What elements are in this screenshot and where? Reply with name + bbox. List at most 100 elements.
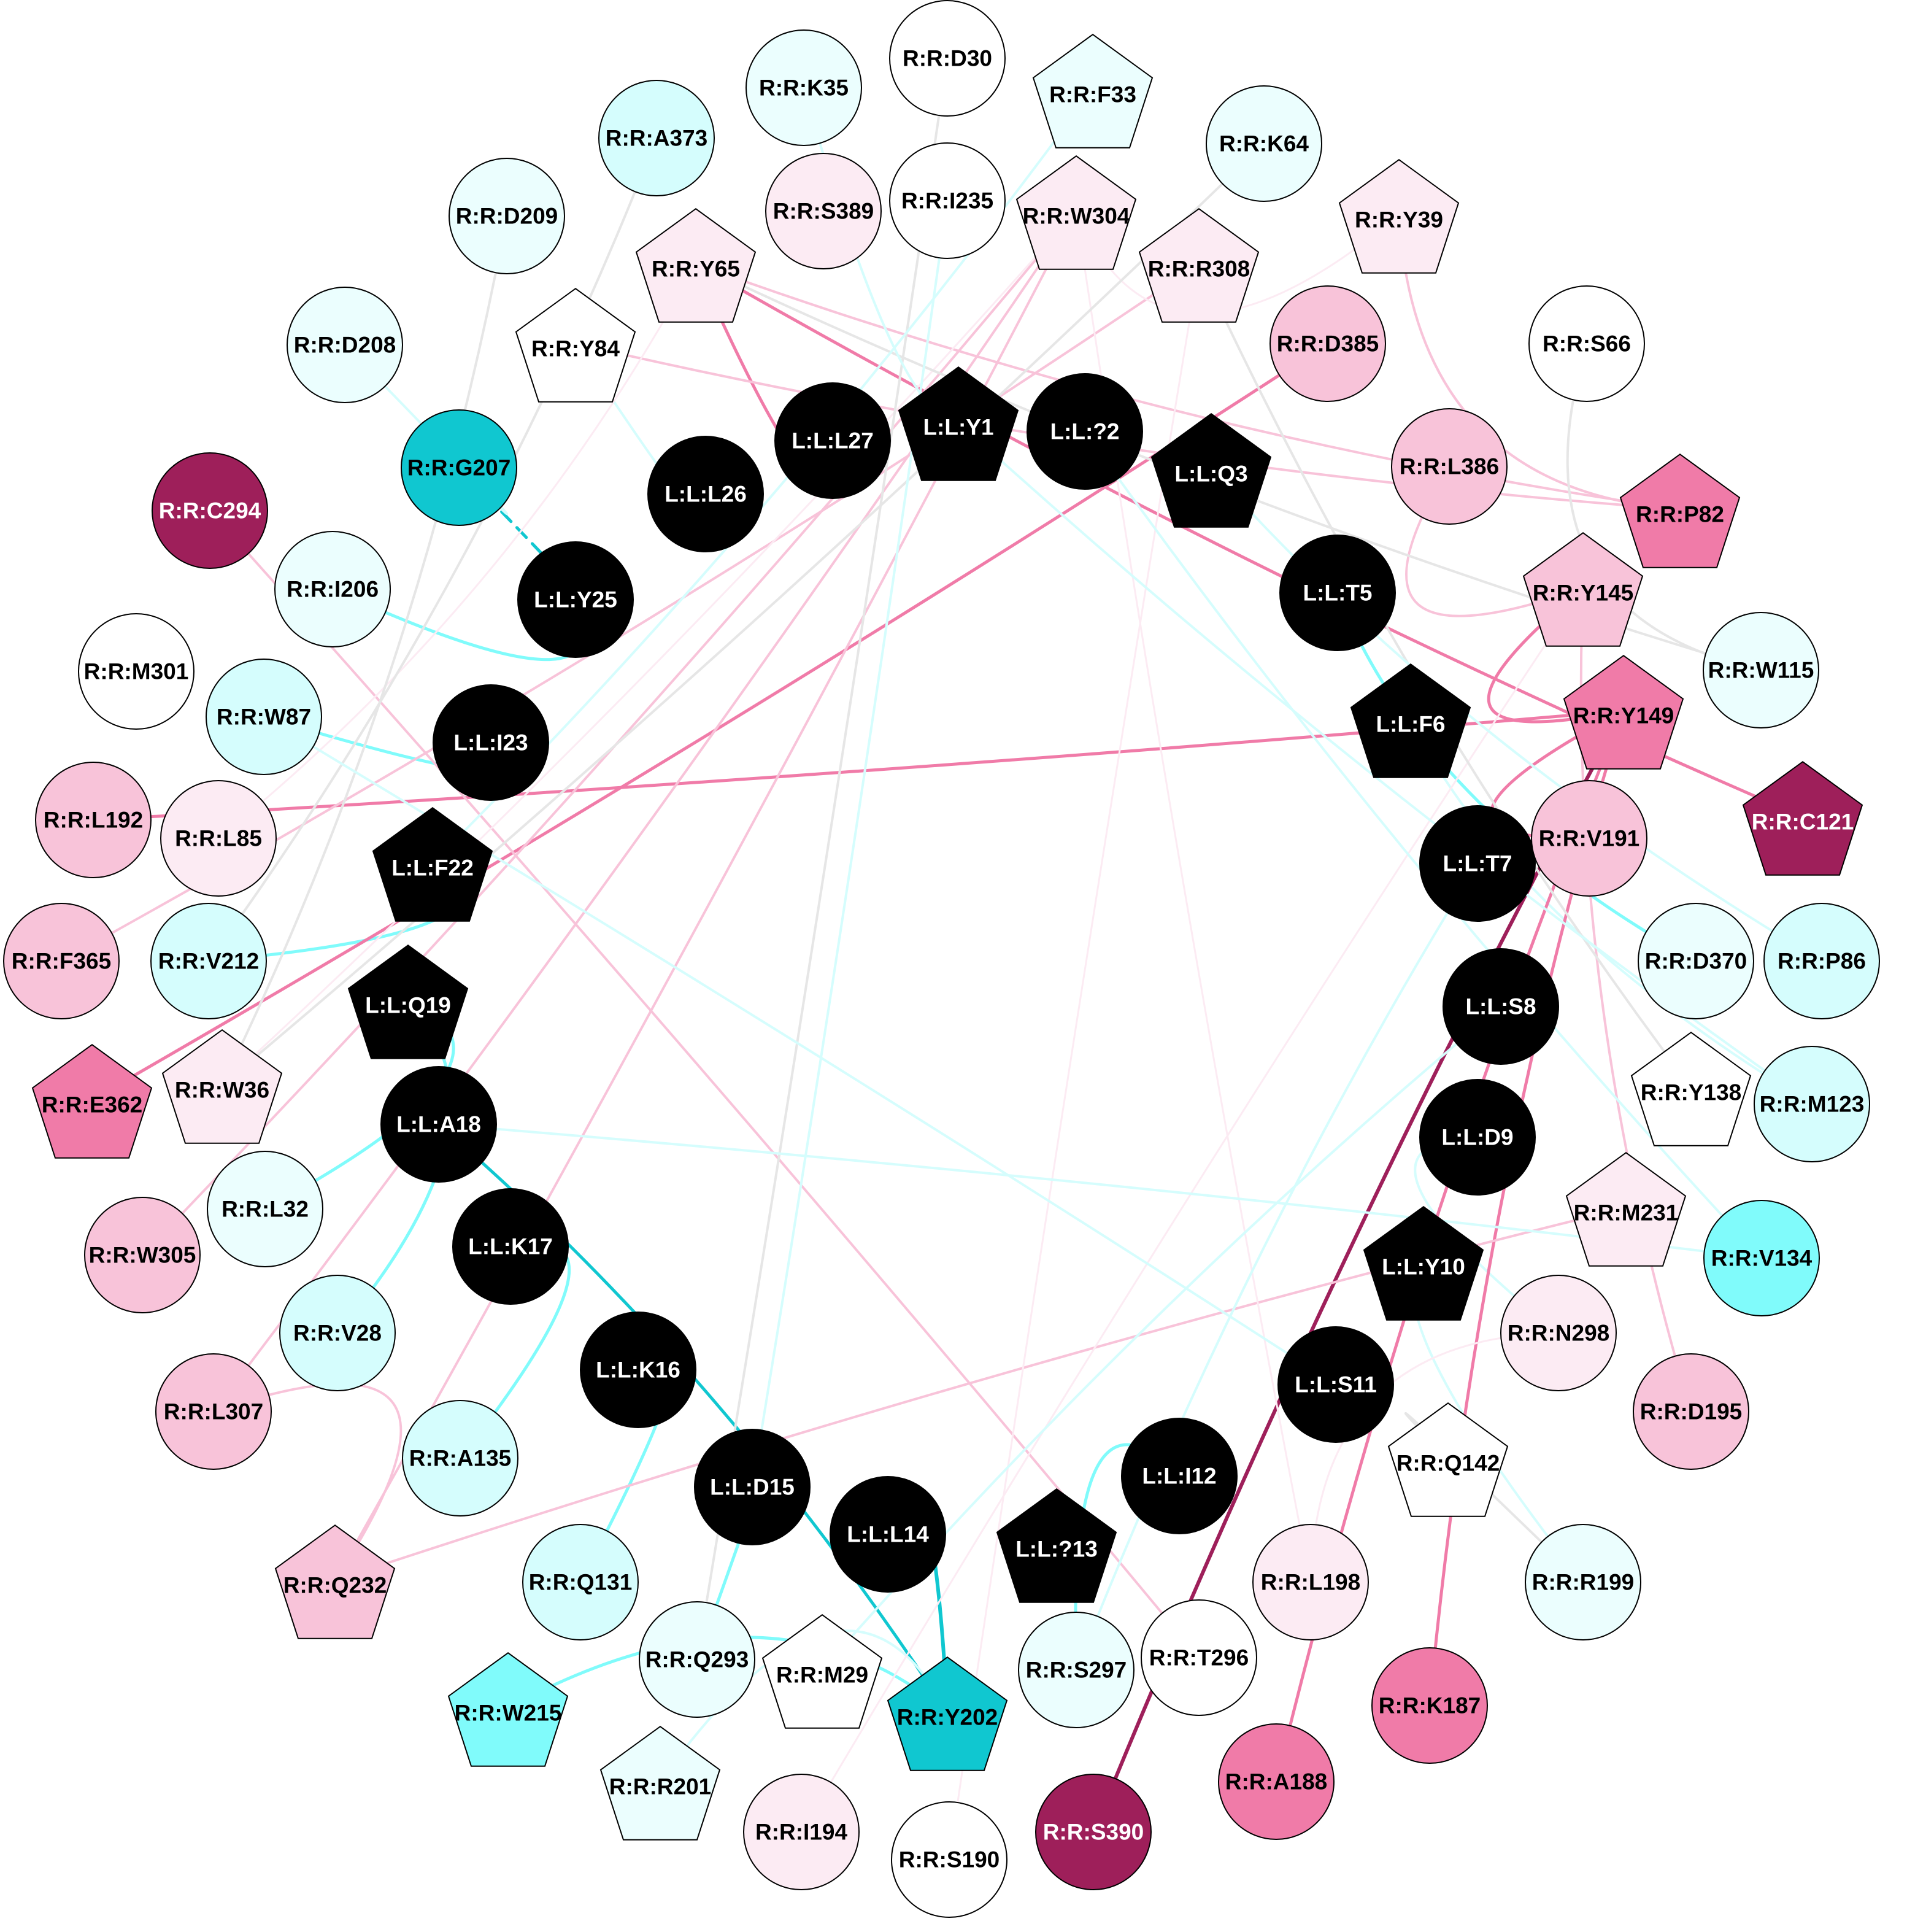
node-shape-r-r-i206	[274, 531, 391, 647]
node-label-r-r-l32: R:R:L32	[222, 1197, 309, 1222]
node-label-l-l-t7: L:L:T7	[1443, 851, 1512, 876]
node-r-r-d209: R:R:D209	[449, 158, 565, 274]
edge-r-r-c294-r-r-t296	[209, 509, 1200, 1659]
node-label-l-l-t5: L:L:T5	[1303, 581, 1372, 606]
node-r-r-q131: R:R:Q131	[522, 1524, 639, 1640]
node-shape-r-r-w304	[1015, 155, 1137, 270]
node-shape-r-r-y149	[1563, 654, 1684, 770]
node-shape-r-r-i194	[743, 1774, 860, 1890]
node-label-r-r-m123: R:R:M123	[1760, 1092, 1865, 1117]
node-shape-r-r-r308	[1138, 207, 1260, 323]
node-label-r-r-w87: R:R:W87	[217, 705, 311, 730]
node-shape-r-r-l85	[160, 780, 277, 897]
node-shape-l-l-f22	[372, 806, 493, 922]
node-shape-l-l-q3	[1150, 412, 1272, 528]
node-shape-l-l-s8	[1443, 948, 1559, 1065]
node-r-r-l32: R:R:L32	[207, 1151, 323, 1267]
node-label-r-r-f33: R:R:F33	[1049, 82, 1136, 107]
node-l-l-13: L:L:?13	[996, 1488, 1117, 1603]
node-r-r-c294: R:R:C294	[152, 452, 268, 569]
node-r-r-a373: R:R:A373	[598, 80, 715, 196]
node-shape-r-r-a373	[598, 80, 715, 196]
node-shape-r-r-f33	[1032, 33, 1154, 149]
node-r-r-q232: R:R:Q232	[274, 1524, 396, 1639]
node-l-l-i12: L:L:I12	[1121, 1418, 1238, 1534]
node-label-l-l-k16: L:L:K16	[596, 1358, 680, 1383]
node-shape-r-r-w305	[84, 1197, 201, 1313]
node-r-r-i235: R:R:I235	[889, 142, 1006, 259]
node-r-r-f365: R:R:F365	[3, 903, 120, 1019]
node-r-r-w115: R:R:W115	[1703, 612, 1819, 728]
node-label-r-r-q131: R:R:Q131	[529, 1570, 633, 1595]
node-label-r-r-v28: R:R:V28	[293, 1321, 382, 1346]
node-label-r-r-l386: R:R:L386	[1400, 454, 1499, 479]
node-shape-r-r-r199	[1525, 1524, 1641, 1640]
node-label-r-r-l192: R:R:L192	[44, 808, 143, 833]
node-label-r-r-d208: R:R:D208	[294, 333, 396, 358]
node-r-r-d370: R:R:D370	[1638, 903, 1754, 1019]
node-shape-r-r-l192	[35, 762, 152, 878]
node-r-r-l307: R:R:L307	[155, 1353, 272, 1470]
node-shape-r-r-c121	[1742, 760, 1863, 876]
node-shape-r-r-v191	[1531, 780, 1647, 897]
node-label-r-r-k187: R:R:K187	[1379, 1693, 1481, 1718]
node-l-l-q3: L:L:Q3	[1150, 412, 1272, 528]
node-shape-l-l-a18	[380, 1066, 497, 1183]
node-shape-r-r-m123	[1754, 1046, 1870, 1162]
node-shape-r-r-d370	[1638, 903, 1754, 1019]
node-shape-r-r-n298	[1500, 1275, 1617, 1391]
edge-l-l-q3-r-r-p86	[1210, 468, 1823, 962]
node-shape-r-r-a135	[402, 1400, 518, 1517]
node-r-r-r199: R:R:R199	[1525, 1524, 1641, 1640]
node-shape-r-r-d385	[1269, 285, 1386, 402]
node-label-r-r-l85: R:R:L85	[175, 826, 262, 851]
node-r-r-y202: R:R:Y202	[887, 1656, 1008, 1771]
node-label-r-r-d385: R:R:D385	[1277, 331, 1379, 357]
node-label-l-l-d9: L:L:D9	[1441, 1125, 1513, 1150]
node-l-l-i23: L:L:I23	[433, 684, 549, 801]
node-r-r-s297: R:R:S297	[1018, 1612, 1135, 1728]
node-l-l-f6: L:L:F6	[1350, 663, 1471, 778]
node-r-r-l386: R:R:L386	[1391, 408, 1508, 525]
node-shape-r-r-w115	[1703, 612, 1819, 728]
node-shape-r-r-d30	[889, 0, 1006, 117]
node-r-r-m231: R:R:M231	[1565, 1151, 1687, 1267]
node-shape-r-r-d195	[1633, 1353, 1749, 1470]
node-shape-l-l-y1	[898, 366, 1019, 481]
node-label-l-l-y1: L:L:Y1	[923, 415, 993, 440]
node-l-l-a18: L:L:A18	[380, 1066, 497, 1183]
node-r-r-v28: R:R:V28	[279, 1275, 396, 1391]
node-shape-r-r-s297	[1018, 1612, 1135, 1728]
node-shape-r-r-v134	[1703, 1200, 1820, 1316]
node-r-r-e362: R:R:E362	[31, 1043, 153, 1159]
node-label-l-l-q19: L:L:Q19	[365, 993, 451, 1018]
node-l-l-s8: L:L:S8	[1443, 948, 1559, 1065]
node-r-r-a188: R:R:A188	[1218, 1723, 1335, 1840]
node-r-r-y149: R:R:Y149	[1563, 654, 1684, 770]
node-shape-l-l-k17	[452, 1188, 569, 1305]
node-label-l-l-l14: L:L:L14	[847, 1522, 929, 1547]
node-shape-r-r-s389	[765, 153, 882, 269]
node-r-r-s390: R:R:S390	[1035, 1774, 1152, 1890]
node-label-r-r-r201: R:R:R201	[609, 1774, 712, 1799]
node-label-r-r-y149: R:R:Y149	[1573, 703, 1674, 728]
node-shape-r-r-y39	[1338, 158, 1460, 274]
node-label-r-r-w305: R:R:W305	[89, 1243, 196, 1268]
node-label-r-r-v212: R:R:V212	[158, 949, 260, 974]
node-shape-r-r-i235	[889, 142, 1006, 259]
node-label-r-r-r308: R:R:R308	[1148, 257, 1250, 282]
node-label-r-r-v191: R:R:V191	[1539, 826, 1640, 851]
node-label-r-r-d195: R:R:D195	[1640, 1399, 1743, 1424]
node-shape-r-r-y65	[635, 207, 757, 323]
node-l-l-k16: L:L:K16	[580, 1312, 696, 1428]
node-label-r-r-i235: R:R:I235	[901, 188, 993, 214]
node-r-r-f33: R:R:F33	[1032, 33, 1154, 149]
node-shape-l-l-i12	[1121, 1418, 1238, 1534]
node-label-r-r-y138: R:R:Y138	[1641, 1080, 1742, 1105]
node-label-l-l-f22: L:L:F22	[391, 856, 474, 881]
node-l-l-d15: L:L:D15	[694, 1429, 811, 1545]
node-label-r-r-w115: R:R:W115	[1708, 658, 1814, 683]
node-r-r-k64: R:R:K64	[1206, 85, 1322, 202]
node-label-r-r-p86: R:R:P86	[1778, 949, 1866, 974]
